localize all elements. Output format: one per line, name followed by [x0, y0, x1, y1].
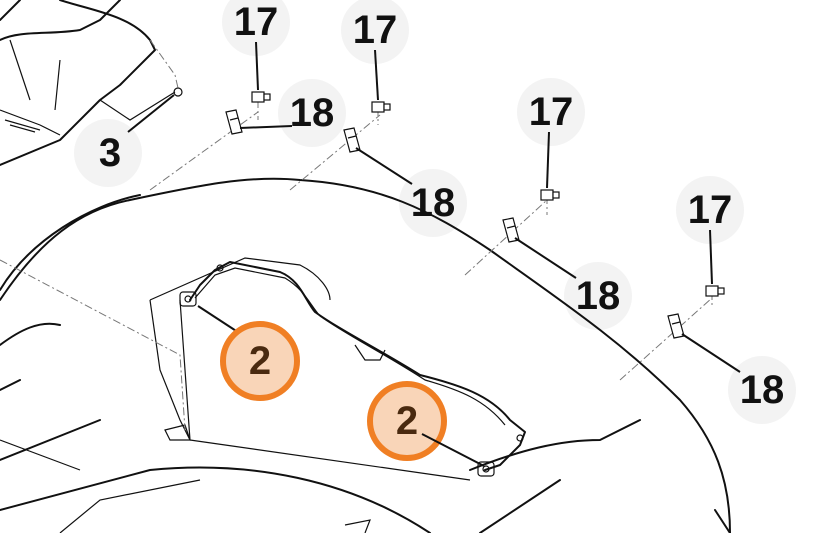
- leader-line: [421, 433, 485, 467]
- assembly-axes: [0, 100, 713, 431]
- bolt-icon: [705, 285, 725, 297]
- callout-18[interactable]: 18: [576, 274, 621, 318]
- callout-label: 2: [249, 339, 271, 383]
- mounting-bracket: [179, 261, 526, 481]
- bolt-icon: [251, 91, 271, 103]
- callout-18[interactable]: 18: [411, 181, 456, 225]
- callout-17[interactable]: 17: [688, 188, 733, 232]
- clip-icon: [225, 109, 243, 135]
- callout-2a[interactable]: 2: [220, 321, 300, 401]
- callout-17[interactable]: 17: [353, 8, 398, 52]
- callout-2b[interactable]: 2: [367, 381, 447, 461]
- callout-18[interactable]: 18: [290, 91, 335, 135]
- callout-18[interactable]: 18: [740, 368, 785, 412]
- callout-17[interactable]: 17: [234, 0, 279, 44]
- bolt-icon: [540, 189, 560, 201]
- chute-part: [0, 0, 183, 166]
- callout-17[interactable]: 17: [529, 90, 574, 134]
- callout-3[interactable]: 3: [99, 131, 121, 175]
- callout-label: 2: [396, 399, 418, 443]
- bolt-icon: [371, 101, 391, 113]
- callout-labels: 17 17 17 17 18 18 18 18 3: [99, 0, 784, 412]
- housing: [0, 177, 731, 533]
- fasteners: [225, 91, 725, 339]
- clip-icon: [667, 313, 685, 339]
- label-halos: [74, 0, 796, 424]
